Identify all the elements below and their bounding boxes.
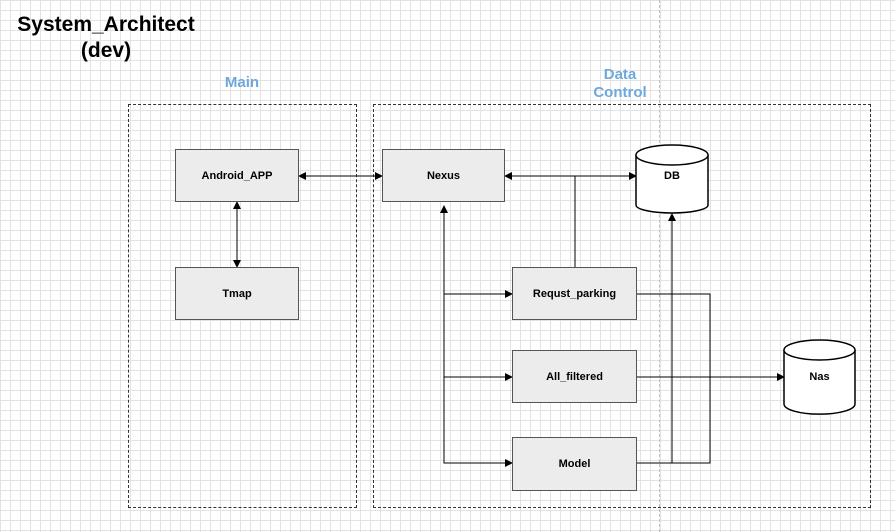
node-db-label: DB	[664, 170, 680, 182]
edge-nexus-requst	[440, 205, 513, 298]
diagram-title-line2: (dev)	[80, 39, 132, 62]
edge-nexus-allfiltered	[443, 294, 513, 381]
edge-model-nas	[637, 377, 711, 464]
node-nexus[interactable]: Nexus	[382, 149, 505, 202]
edge-requst-nas	[637, 293, 711, 377]
page-break-guide	[659, 0, 660, 532]
edge-model-db	[637, 213, 676, 464]
nas-cylinder[interactable]	[783, 339, 856, 415]
group-main[interactable]	[128, 104, 357, 508]
node-all-filtered[interactable]: All_filtered	[512, 350, 637, 403]
group-label-main: Main	[224, 74, 260, 91]
edge-nexus-model	[443, 377, 513, 467]
node-requst-parking[interactable]: Requst_parking	[512, 267, 637, 320]
group-label-data-control: Data Control	[593, 66, 647, 101]
diagram-title: System_Architect (dev)	[8, 12, 204, 64]
node-tmap[interactable]: Tmap	[175, 267, 299, 320]
node-model[interactable]: Model	[512, 437, 637, 491]
db-cylinder[interactable]	[635, 144, 709, 214]
node-nas-label: Nas	[809, 371, 830, 383]
diagram-title-line1: System_Architect	[17, 13, 195, 36]
node-android-app[interactable]: Android_APP	[175, 149, 299, 202]
group-data-control[interactable]	[373, 104, 871, 508]
